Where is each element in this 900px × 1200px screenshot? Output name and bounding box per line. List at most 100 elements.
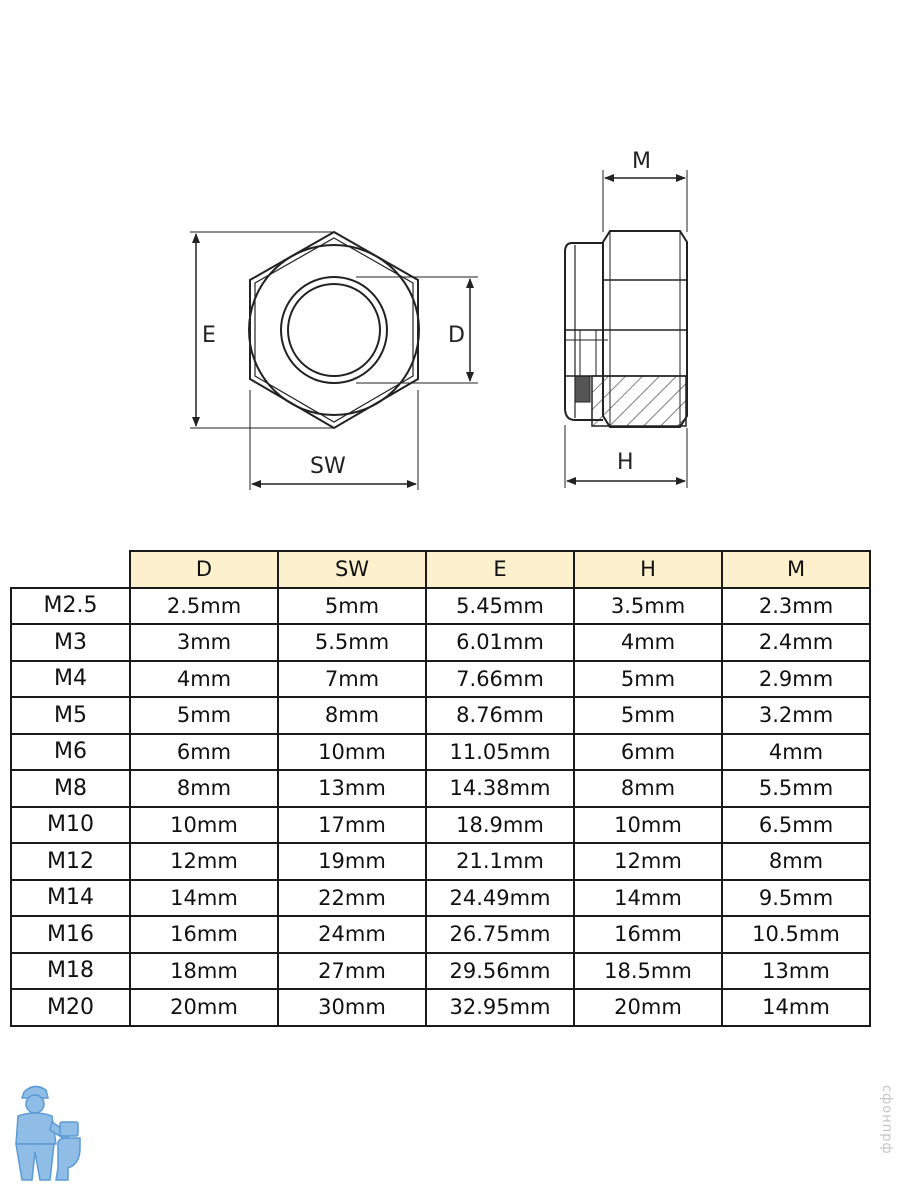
row-header-size: M10	[10, 805, 131, 844]
table-cell: 5mm	[573, 659, 723, 698]
table-cell: 24.49mm	[425, 878, 575, 917]
table-cell: 6mm	[129, 732, 279, 771]
table-cell: 10.5mm	[721, 915, 871, 954]
table-cell: 14mm	[573, 878, 723, 917]
table-cell: 7mm	[277, 659, 427, 698]
table-cell: 4mm	[721, 732, 871, 771]
table-cell: 13mm	[721, 951, 871, 990]
table-cell: 18mm	[129, 951, 279, 990]
table-cell: 2.5mm	[129, 586, 279, 625]
label-sw: SW	[310, 454, 346, 479]
table-cell: 5.5mm	[277, 623, 427, 662]
table-cell: 3.5mm	[573, 586, 723, 625]
table-cell: 20mm	[573, 988, 723, 1027]
row-header-size: M12	[10, 842, 131, 881]
table-cell: 22mm	[277, 878, 427, 917]
row-header-size: M14	[10, 878, 131, 917]
table-cell: 5.45mm	[425, 586, 575, 625]
table-cell: 26.75mm	[425, 915, 575, 954]
table-cell: 5mm	[277, 586, 427, 625]
section-hatch	[591, 375, 687, 427]
table-cell: 18.9mm	[425, 805, 575, 844]
hex-chamfer-circle	[248, 244, 420, 416]
column-header-e: E	[425, 550, 575, 589]
table-cell: 11.05mm	[425, 732, 575, 771]
nut-drawing: E D SW M	[190, 149, 688, 490]
table-cell: 10mm	[129, 805, 279, 844]
table-cell: 2.3mm	[721, 586, 871, 625]
table-cell: 12mm	[129, 842, 279, 881]
table-cell: 8.76mm	[425, 696, 575, 735]
hex-outline	[249, 230, 419, 430]
table-cell: 30mm	[277, 988, 427, 1027]
table-cell: 10mm	[277, 732, 427, 771]
table-cell: 14.38mm	[425, 769, 575, 808]
table-cell: 3mm	[129, 623, 279, 662]
row-header-size: M2.5	[10, 586, 131, 625]
label-m: M	[632, 149, 651, 174]
table-cell: 7.66mm	[425, 659, 575, 698]
nylon-insert	[574, 375, 591, 403]
side-view: M H	[564, 149, 688, 488]
label-e: E	[202, 323, 216, 348]
row-header-size: M3	[10, 623, 131, 662]
bore-inner	[287, 283, 381, 377]
table-cell: 9.5mm	[721, 878, 871, 917]
row-header-size: M4	[10, 659, 131, 698]
row-header-size: M8	[10, 769, 131, 808]
row-header-size: M6	[10, 732, 131, 771]
table-cell: 5mm	[573, 696, 723, 735]
table-cell: 13mm	[277, 769, 427, 808]
table-cell: 16mm	[573, 915, 723, 954]
bore-outer	[280, 276, 388, 384]
hex-outline-inner	[254, 237, 414, 423]
table-cell: 27mm	[277, 951, 427, 990]
table-cell: 6.5mm	[721, 805, 871, 844]
table-cell: 8mm	[129, 769, 279, 808]
watermark-text: сфонпрф	[879, 1085, 894, 1155]
plumber-mascot	[15, 1085, 81, 1181]
row-header-size: M16	[10, 915, 131, 954]
table-cell: 20mm	[129, 988, 279, 1027]
row-header-size: M18	[10, 951, 131, 990]
table-cell: 21.1mm	[425, 842, 575, 881]
table-cell: 14mm	[721, 988, 871, 1027]
table-cell: 3.2mm	[721, 696, 871, 735]
table-cell: 8mm	[721, 842, 871, 881]
column-header-d: D	[129, 550, 279, 589]
front-view: E D SW	[190, 230, 478, 490]
table-cell: 24mm	[277, 915, 427, 954]
table-cell: 12mm	[573, 842, 723, 881]
row-header-size: M20	[10, 988, 131, 1027]
table-cell: 8mm	[277, 696, 427, 735]
table-cell: 4mm	[573, 623, 723, 662]
column-header-sw: SW	[277, 550, 427, 589]
table-cell: 2.9mm	[721, 659, 871, 698]
row-header-size: M5	[10, 696, 131, 735]
table-cell: 18.5mm	[573, 951, 723, 990]
table-cell: 5mm	[129, 696, 279, 735]
table-cell: 6mm	[573, 732, 723, 771]
table-cell: 14mm	[129, 878, 279, 917]
table-cell: 16mm	[129, 915, 279, 954]
table-cell: 17mm	[277, 805, 427, 844]
column-header-m: M	[721, 550, 871, 589]
table-cell: 6.01mm	[425, 623, 575, 662]
table-cell: 29.56mm	[425, 951, 575, 990]
table-cell: 10mm	[573, 805, 723, 844]
column-header-h: H	[573, 550, 723, 589]
table-cell: 8mm	[573, 769, 723, 808]
